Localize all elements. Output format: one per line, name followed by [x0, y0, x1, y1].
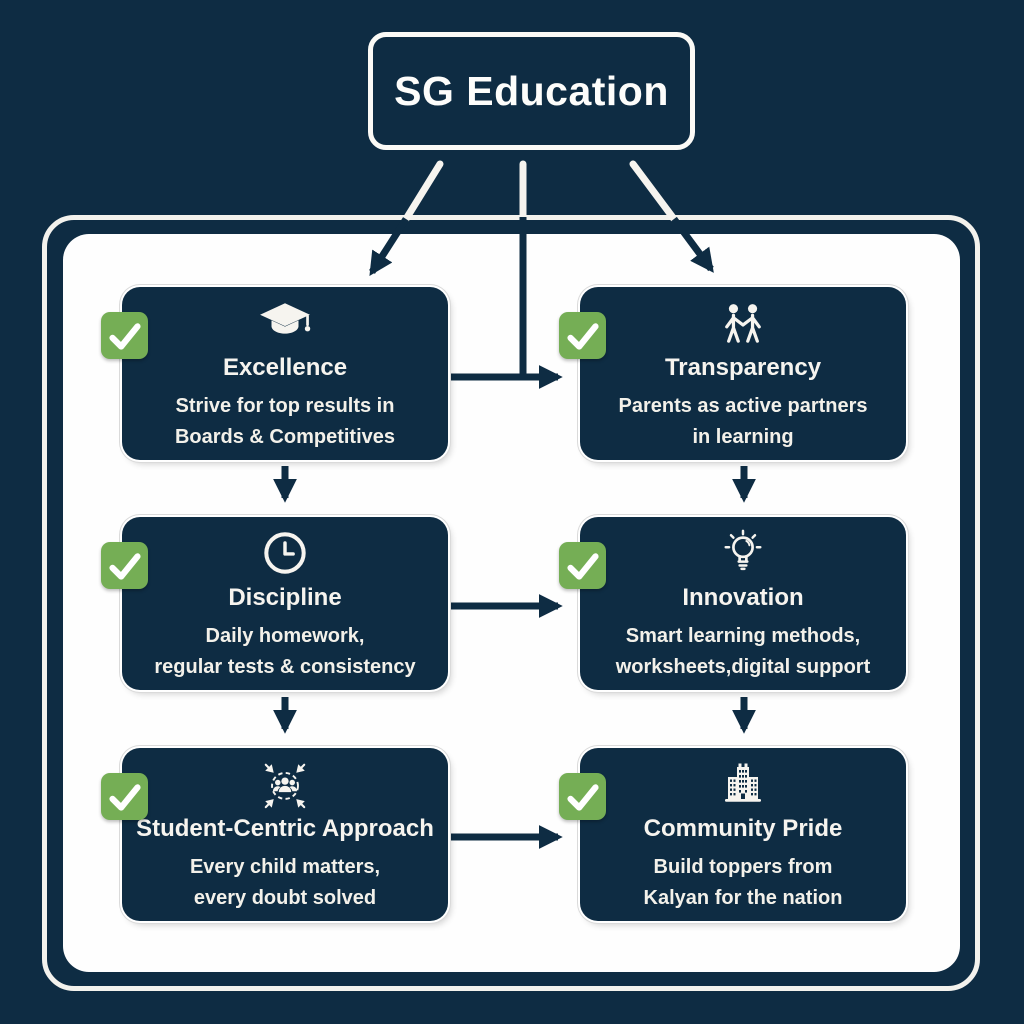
checkmark-icon: [108, 322, 141, 350]
node-innovation: Innovation Smart learning methods, works…: [559, 517, 906, 690]
node-description: Strive for top results in Boards & Compe…: [174, 395, 396, 448]
checkmark-icon: [108, 783, 141, 811]
node-title: Discipline: [228, 584, 342, 611]
check-badge: [101, 312, 148, 359]
checkmark-icon: [566, 322, 599, 350]
checkmark-icon: [108, 552, 141, 580]
check-badge: [559, 773, 606, 820]
node-title: Student-Centric Approach: [136, 815, 434, 842]
node-description: Build toppers from Kalyan for the nation: [643, 856, 843, 909]
title-to-excellence-arrow-upper: [402, 160, 444, 223]
building-icon: [725, 763, 761, 802]
node-title: Community Pride: [643, 815, 843, 842]
node-transparency: Transparency Parents as active partners …: [559, 287, 906, 460]
student-group-icon: [264, 763, 306, 809]
node-description: Every child matters, every doubt solved: [189, 856, 381, 909]
check-badge: [559, 542, 606, 589]
node-discipline: Discipline Daily homework, regular tests…: [101, 517, 448, 690]
node-excellence: Excellence Strive for top results in Boa…: [101, 287, 448, 460]
checkmark-icon: [566, 783, 599, 811]
graduation-cap-icon: [260, 303, 311, 334]
title-to-transparency-arrow-upper: [629, 160, 678, 223]
check-badge: [101, 773, 148, 820]
outer-frame: [42, 215, 980, 991]
lightbulb-icon: [724, 529, 762, 571]
clock-icon: [264, 532, 306, 574]
check-badge: [559, 312, 606, 359]
title-box: SG Education: [368, 32, 695, 150]
node-title: Innovation: [682, 584, 804, 611]
node-description: Parents as active partners in learning: [618, 395, 868, 448]
page-title: SG Education: [394, 67, 669, 114]
node-student-centric: Student-Centric Approach Every child mat…: [101, 748, 448, 921]
node-title: Excellence: [222, 354, 348, 381]
node-community-pride: Community Pride Build toppers from Kalya…: [559, 748, 906, 921]
check-badge: [101, 542, 148, 589]
node-title: Transparency: [664, 354, 822, 381]
checkmark-icon: [566, 552, 599, 580]
node-description: Smart learning methods, worksheets,digit…: [615, 625, 871, 678]
partnership-people-icon: [725, 304, 761, 343]
node-description: Daily homework, regular tests & consiste…: [154, 625, 416, 678]
